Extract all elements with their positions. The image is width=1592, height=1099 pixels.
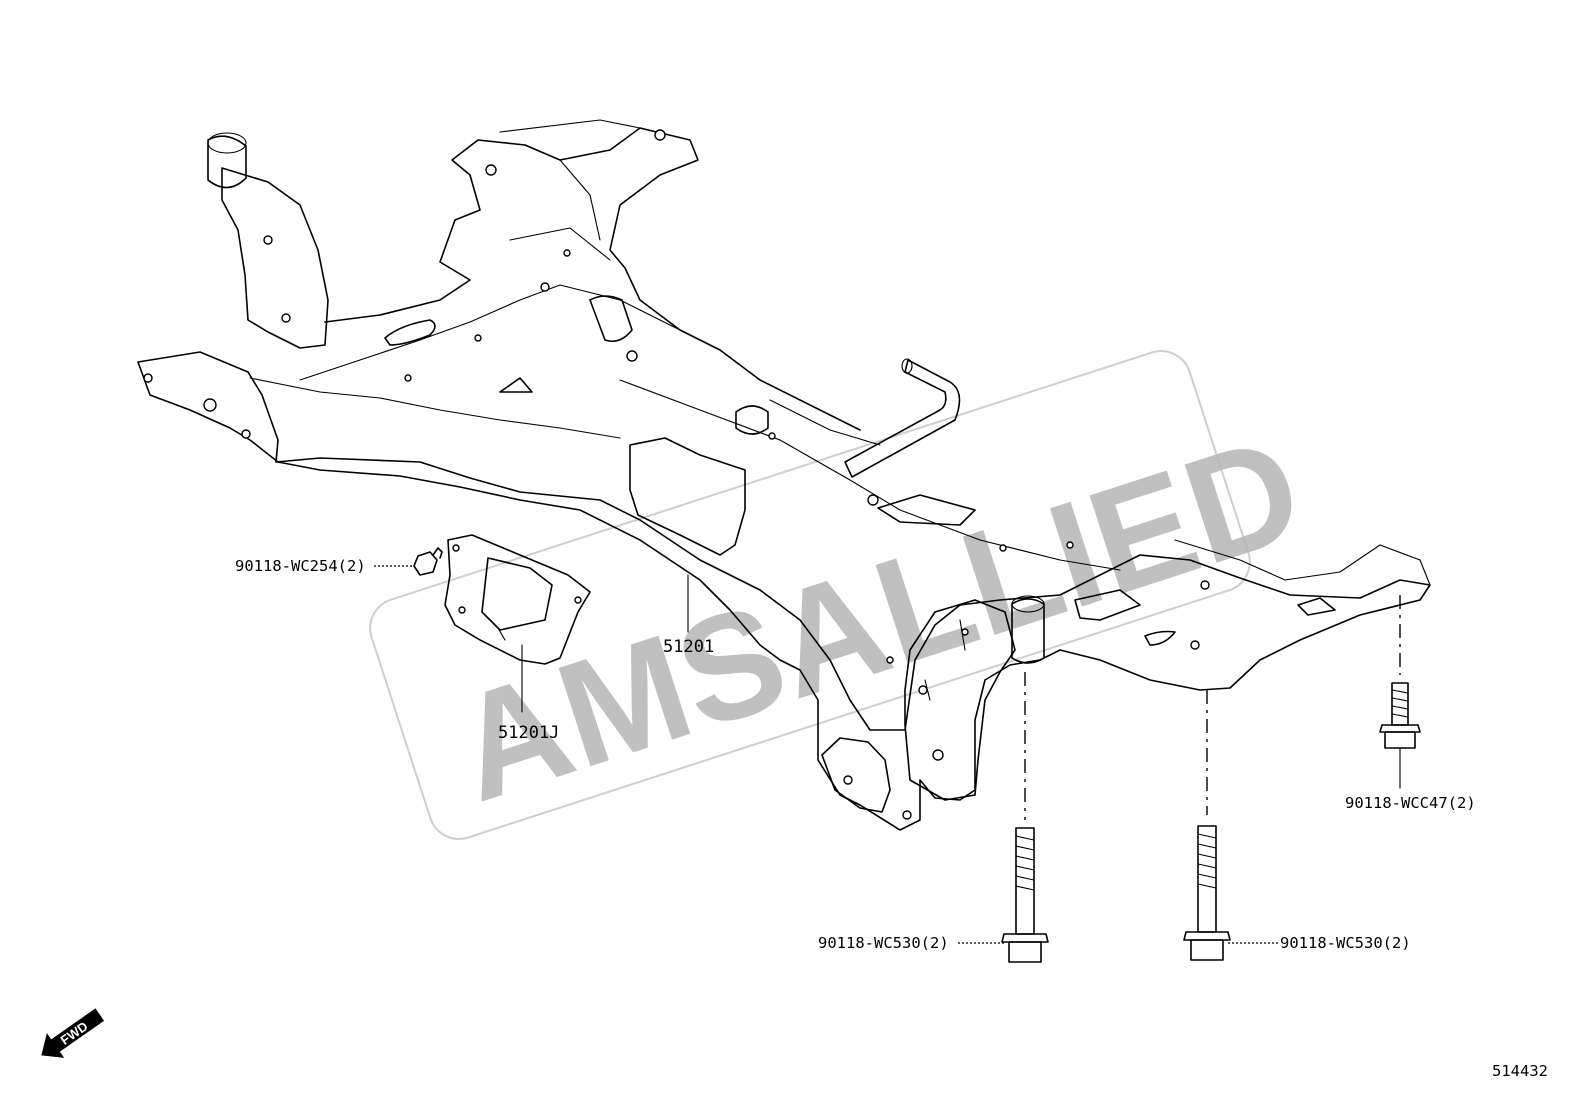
leader-lines bbox=[374, 565, 1401, 944]
callout-plate: 51201J bbox=[498, 723, 559, 743]
right-rear-arm bbox=[1074, 589, 1141, 621]
callout-bolt-rear-right: 90118-WCC47(2) bbox=[1345, 794, 1476, 812]
bolt-front-right-drawing bbox=[1183, 825, 1231, 961]
watermark-frame bbox=[369, 350, 1251, 840]
right-bushing bbox=[1011, 598, 1045, 664]
clip-drawing bbox=[413, 547, 443, 576]
bolt-front-left-drawing bbox=[1001, 827, 1049, 963]
callout-bolt-front-left: 90118-WC530(2) bbox=[818, 934, 949, 952]
center-mount bbox=[735, 405, 769, 435]
plate-drawing bbox=[444, 534, 591, 665]
callout-crossmember: 51201 bbox=[663, 637, 714, 657]
bolt-rear-right-drawing bbox=[1379, 682, 1421, 749]
plate-outline bbox=[444, 534, 591, 665]
crossmember-outline bbox=[137, 351, 1431, 831]
figure-number: 514432 bbox=[1492, 1062, 1548, 1080]
watermark: AMSALLIED bbox=[369, 350, 1320, 840]
left-front-bracket bbox=[821, 737, 891, 813]
crossmember-drawing bbox=[137, 119, 1431, 831]
plate-opening bbox=[481, 557, 553, 631]
callout-clip: 90118-WC254(2) bbox=[235, 557, 366, 575]
fwd-arrow-icon: FWD bbox=[41, 1008, 105, 1058]
callout-bolt-front-right: 90118-WC530(2) bbox=[1280, 934, 1411, 952]
rear-frame-upper bbox=[324, 127, 861, 431]
right-bracket bbox=[904, 599, 1016, 801]
left-tower bbox=[221, 167, 329, 349]
center-lines bbox=[1024, 595, 1401, 820]
watermark-text: AMSALLIED bbox=[436, 403, 1320, 833]
stabilizer-pipe bbox=[844, 359, 961, 478]
left-tower-bushing bbox=[207, 135, 247, 189]
center-opening bbox=[629, 437, 746, 556]
